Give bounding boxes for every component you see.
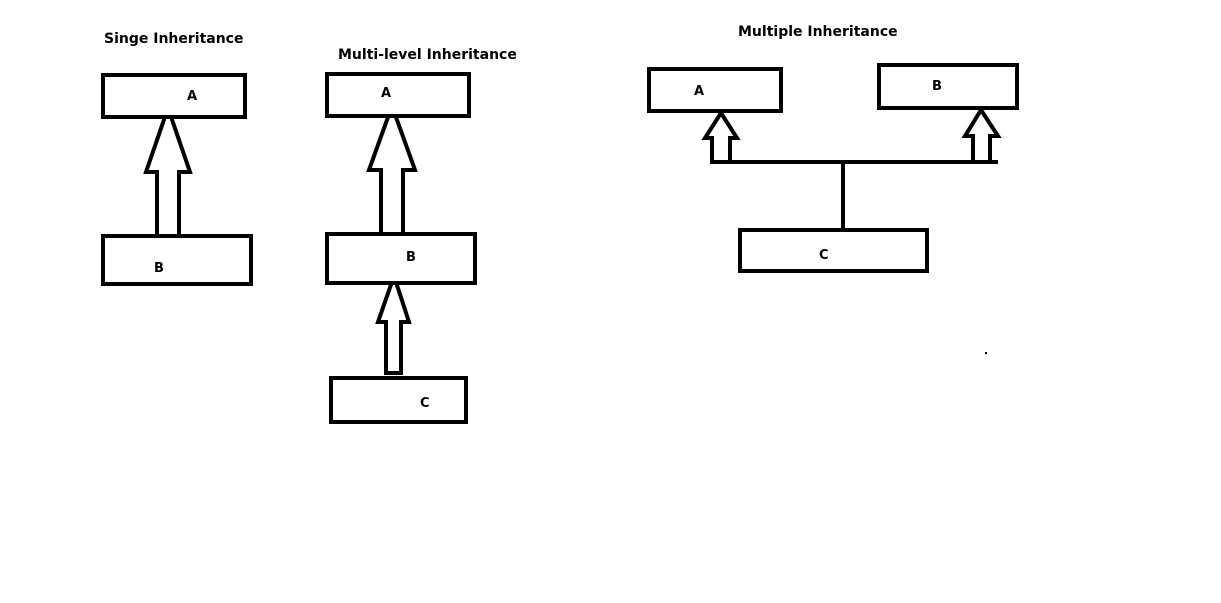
multiple-arrow-to-a <box>701 109 741 164</box>
multilevel-class-c-label: C <box>420 396 430 411</box>
single-class-a-box: A <box>101 73 247 119</box>
single-class-a-label: A <box>187 89 198 104</box>
multilevel-class-c-box: C <box>329 376 468 424</box>
multiple-class-a-box: A <box>647 67 783 113</box>
single-inheritance-title: Singe Inheritance <box>104 31 244 47</box>
multiple-arrow-to-b <box>961 106 1002 164</box>
multiple-class-a-label: A <box>694 84 705 99</box>
single-class-b-box: B <box>101 234 253 286</box>
stray-dot <box>985 352 987 354</box>
multiple-class-c-box: C <box>738 228 929 273</box>
multilevel-class-b-box: B <box>325 232 477 285</box>
multilevel-class-a-label: A <box>381 86 392 101</box>
multilevel-class-b-label: B <box>406 250 416 265</box>
multiple-class-b-label: B <box>932 79 942 94</box>
multiple-inheritance-title: Multiple Inheritance <box>738 24 898 40</box>
multilevel-inheritance-title: Multi-level Inheritance <box>338 47 517 63</box>
multilevel-arrow-c-to-b <box>375 269 412 375</box>
multilevel-class-a-box: A <box>325 72 471 118</box>
multilevel-arrow-b-to-a <box>366 100 418 236</box>
single-class-b-label: B <box>154 261 164 276</box>
multiple-class-b-box: B <box>877 63 1019 110</box>
single-inheritance-arrow <box>143 101 193 238</box>
multiple-class-c-label: C <box>819 248 829 263</box>
